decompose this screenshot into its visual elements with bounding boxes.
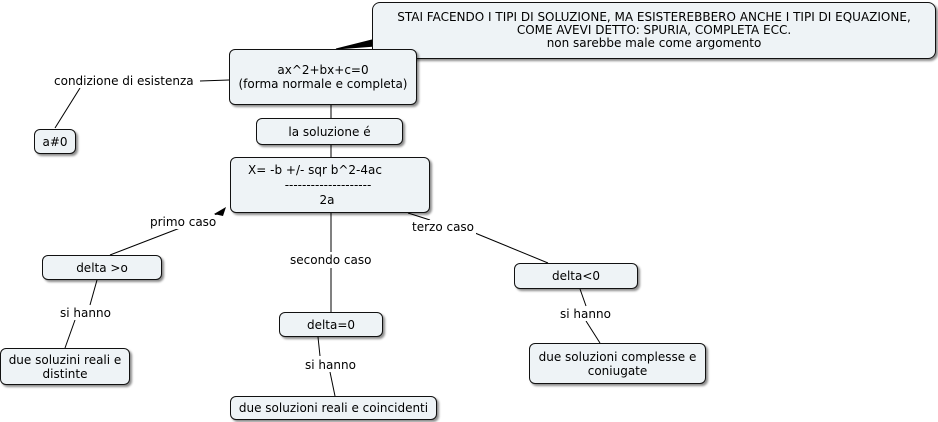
result-zero-node[interactable]: due soluzioni reali e coincidenti [230, 396, 437, 420]
result-neg-line-2: coniugate [587, 363, 648, 378]
equation-line-2: (forma normale e completa) [238, 77, 408, 91]
link-primo-delta-pos [109, 227, 181, 256]
terzo-caso-label: terzo caso [410, 220, 477, 234]
result-pos-line-1: due soluzini reali e [8, 352, 122, 367]
link-condizione-a0 [54, 87, 81, 129]
link-sihanno-result-neg [585, 320, 601, 344]
soluzione-node[interactable]: la soluzione é [256, 118, 403, 145]
condizione-label: condizione di esistenza [52, 74, 196, 88]
delta-pos-text: delta >o [76, 260, 128, 275]
link-delta-pos-sihanno [89, 279, 98, 306]
equation-line-1: ax^2+bx+c=0 [277, 63, 369, 77]
si-hanno-label-1: si hanno [58, 306, 113, 320]
formula-denominator: 2a [319, 192, 335, 207]
delta-neg-text: delta<0 [551, 269, 601, 283]
link-sihanno-result-zero [329, 371, 336, 397]
note-line-1: STAI FACENDO I TIPI DI SOLUZIONE, MA ESI… [397, 10, 911, 24]
delta-zero-node[interactable]: delta=0 [279, 312, 383, 337]
si-hanno-label-2: si hanno [303, 358, 358, 372]
result-neg-node[interactable]: due soluzioni complesse e coniugate [529, 343, 706, 384]
note-pointer-arrow [335, 39, 376, 50]
si-hanno-label-3: si hanno [558, 307, 613, 321]
note-box[interactable]: STAI FACENDO I TIPI DI SOLUZIONE, MA ESI… [372, 2, 936, 59]
result-zero-text: due soluzioni reali e coincidenti [238, 401, 429, 415]
delta-pos-node[interactable]: delta >o [42, 255, 162, 280]
link-sihanno-result-pos [64, 319, 76, 349]
delta-neg-node[interactable]: delta<0 [514, 263, 638, 289]
soluzione-node-text: la soluzione é [288, 124, 371, 139]
link-formula-terzo [407, 212, 431, 221]
primo-caso-label: primo caso [148, 215, 219, 229]
link-delta-neg-sihanno [579, 288, 587, 307]
note-line-2: COME AVEVI DETTO: SPURIA, COMPLETA ECC. [516, 23, 792, 37]
formula-numerator: X= -b +/- sqr b^2-4ac [248, 162, 382, 177]
link-equation-condizione [199, 79, 230, 82]
link-terzo-delta-neg [474, 232, 549, 264]
formula-bar: -------------------- [284, 177, 372, 192]
cond-node[interactable]: a#0 [34, 129, 76, 154]
result-pos-line-2: distinte [42, 366, 88, 381]
cond-node-text: a#0 [42, 134, 68, 149]
formula-node[interactable]: X= -b +/- sqr b^2-4ac ------------------… [230, 157, 430, 213]
note-line-3: non sarebbe male come argomento [546, 36, 762, 50]
result-neg-line-1: due soluzioni complesse e [538, 349, 697, 364]
delta-zero-text: delta=0 [306, 317, 356, 332]
secondo-caso-label: secondo caso [288, 253, 374, 267]
equation-node[interactable]: ax^2+bx+c=0 (forma normale e completa) [229, 49, 417, 105]
result-pos-node[interactable]: due soluzini reali e distinte [0, 348, 130, 385]
link-delta-zero-sihanno [317, 336, 321, 357]
